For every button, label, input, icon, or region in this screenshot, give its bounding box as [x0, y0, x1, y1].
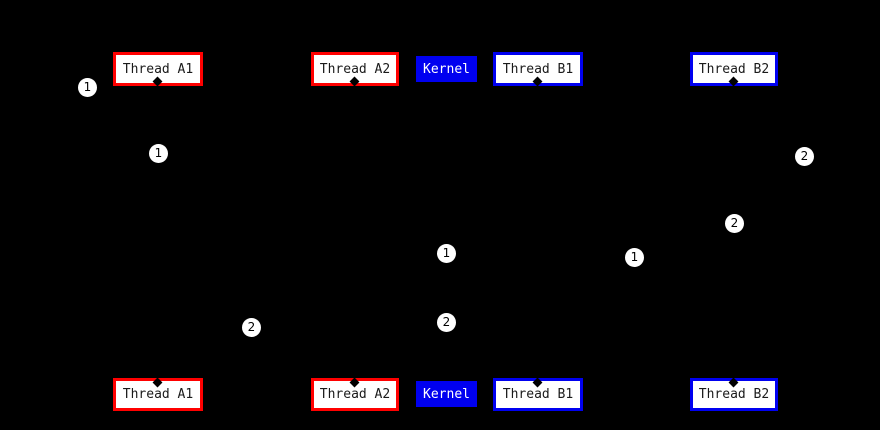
sequence-number-badge: 2 [795, 147, 814, 166]
actor-label: Kernel [423, 61, 470, 77]
sequence-number-badge: 1 [625, 248, 644, 267]
actor-box-thread-b2-bottom: Thread B2 [690, 377, 778, 411]
lifeline-notch-icon [152, 76, 163, 87]
sequence-number-badge: 1 [437, 244, 456, 263]
sequence-number-badge: 2 [725, 214, 744, 233]
actor-label: Thread B1 [502, 61, 574, 77]
actor-label: Thread B2 [698, 387, 770, 402]
lifeline-notch-icon [152, 377, 163, 388]
lifeline-notch-icon [349, 377, 360, 388]
actor-label: Thread A2 [319, 61, 391, 77]
sequence-number-badge: 1 [78, 78, 97, 97]
lifeline-notch-icon [532, 377, 543, 388]
actor-box-thread-b2-top: Thread B2 [690, 52, 778, 87]
actor-box-thread-a1-bottom: Thread A1 [113, 377, 203, 411]
actor-box-kernel-top: Kernel [416, 56, 477, 82]
actor-box-kernel-bottom: Kernel [416, 381, 477, 407]
actor-box-thread-b1-bottom: Thread B1 [493, 377, 583, 411]
lifeline-notch-icon [532, 76, 543, 87]
actor-box-thread-b1-top: Thread B1 [493, 52, 583, 87]
actor-box-thread-a2-bottom: Thread A2 [311, 377, 399, 411]
actor-box-thread-a2-top: Thread A2 [311, 52, 399, 87]
sequence-number-badge: 2 [242, 318, 261, 337]
actor-label: Thread B2 [698, 61, 770, 77]
actor-box-thread-a1-top: Thread A1 [113, 52, 203, 87]
actor-label: Thread B1 [502, 387, 574, 402]
actor-label: Thread A2 [319, 387, 391, 402]
actor-label: Kernel [423, 386, 470, 402]
lifeline-notch-icon [728, 377, 739, 388]
sequence-number-badge: 2 [437, 313, 456, 332]
sequence-number-badge: 1 [149, 144, 168, 163]
actor-label: Thread A1 [122, 387, 194, 402]
lifeline-notch-icon [349, 76, 360, 87]
lifeline-notch-icon [728, 76, 739, 87]
actor-label: Thread A1 [122, 61, 194, 77]
